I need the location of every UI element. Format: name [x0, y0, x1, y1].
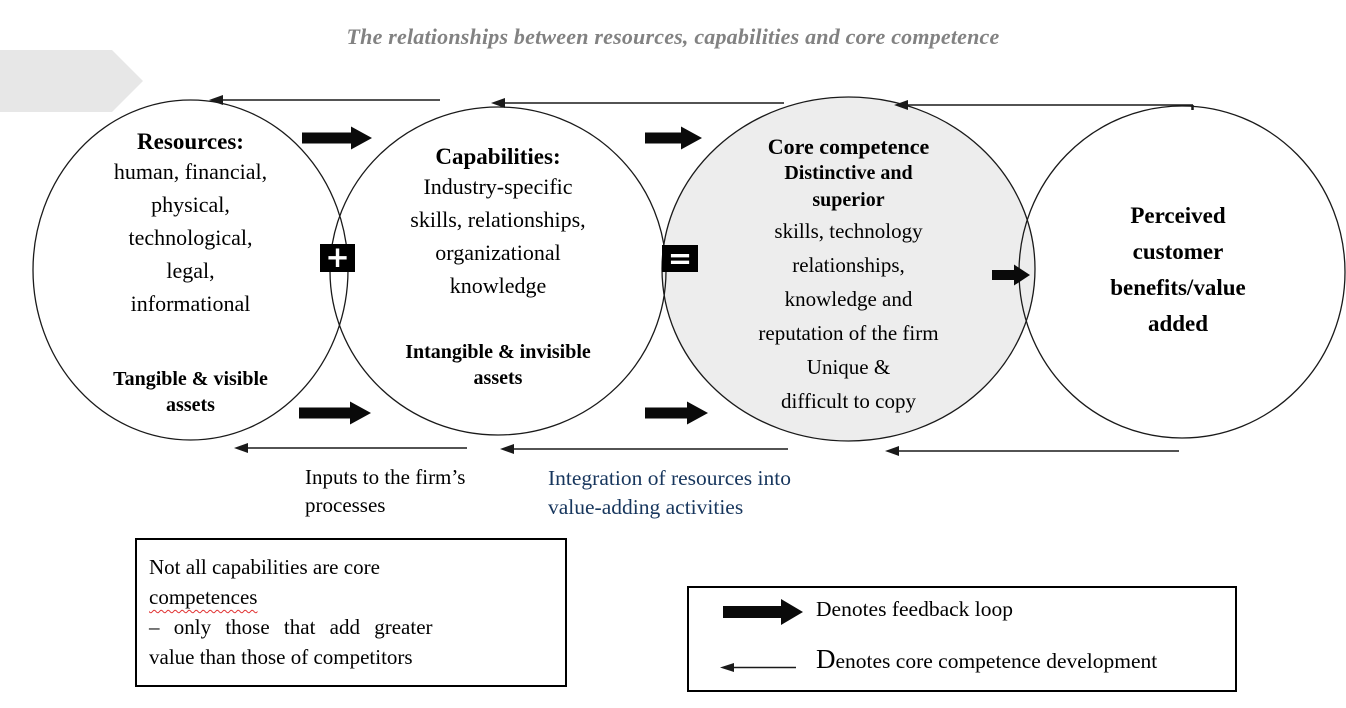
feedback-arrow-bottom-2: [645, 401, 708, 425]
feedback-arrow-bottom-1: [299, 401, 371, 425]
development-arrow-top-2: [491, 98, 784, 108]
feedback-arrow-to-value: [992, 264, 1030, 286]
inputs-label: Inputs to the firm’s processes: [305, 465, 466, 517]
capabilities-body: Industry-specific skills, relationships,…: [410, 174, 586, 298]
feedback-arrow-icon: [723, 599, 803, 625]
resources-body: human, financial, physical, technologica…: [113, 159, 268, 316]
core-competence-heading: Core competence: [767, 134, 930, 159]
development-arrow-top-1: [209, 95, 440, 105]
capabilities-heading: Capabilities:: [435, 144, 561, 169]
plus-operator: +: [320, 243, 355, 272]
development-arrow-icon: [720, 663, 796, 672]
development-arrow-bottom-3: [885, 446, 1179, 456]
note-box: Not all capabilities are core competence…: [135, 538, 567, 687]
note-misspelled-word: competences: [149, 585, 258, 609]
resources-heading: Resources:: [137, 129, 244, 154]
integration-label: Integration of resources into value-addi…: [548, 466, 791, 519]
development-arrow-bottom-1: [234, 443, 467, 453]
equals-operator: =: [662, 244, 698, 273]
perceived-value-text: Perceived customer benefits/value added: [1110, 203, 1246, 336]
note-line-3: – only those that add greater: [149, 615, 433, 639]
resources-caption: Tangible & visible assets: [113, 368, 268, 416]
development-arrow-bottom-2: [500, 444, 788, 454]
note-line-2: competences: [149, 582, 553, 612]
legend-development-label: Denotes core competence development: [816, 644, 1158, 674]
capabilities-caption: Intangible & invisible assets: [405, 341, 591, 389]
core-competence-body: skills, technology relationships, knowle…: [758, 219, 939, 413]
legend-box: Denotes feedback loop Denotes core compe…: [687, 586, 1237, 692]
development-arrow-top-3: [894, 100, 1194, 110]
legend-feedback-label: Denotes feedback loop: [816, 597, 1014, 621]
note-line-4: value than those of competitors: [149, 645, 413, 669]
banner-arrow-icon: [0, 50, 143, 112]
note-line-1: Not all capabilities are core: [149, 555, 380, 579]
feedback-arrow-top-2: [645, 126, 702, 150]
slide-title: The relationships between resources, cap…: [346, 24, 1000, 49]
core-competence-subheading: Distinctive and superior: [784, 162, 913, 211]
core-competence-text: Core competence Distinctive and superior…: [708, 134, 989, 418]
capabilities-text: Capabilities: Industry-specific skills, …: [355, 144, 641, 391]
feedback-arrow-top-1: [302, 126, 372, 150]
resources-text: Resources: human, financial, physical, t…: [43, 129, 338, 418]
